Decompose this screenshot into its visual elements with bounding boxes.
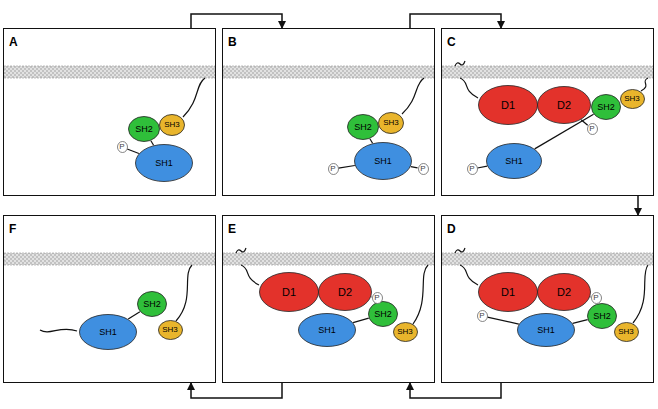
phospho-label: P xyxy=(420,165,425,173)
domain-label: D2 xyxy=(338,287,352,298)
phospho-label: P xyxy=(119,143,124,151)
domain-shape: D1 xyxy=(259,272,319,312)
phospho-label: P xyxy=(374,294,379,302)
domain-label: SH1 xyxy=(537,326,555,335)
phospho-circle: P xyxy=(591,292,602,304)
panel-letter: A xyxy=(9,36,18,48)
domain-shape: D1 xyxy=(478,85,538,125)
panel: B SH2 SH3SH1P P xyxy=(222,28,435,196)
phospho-label: P xyxy=(593,294,598,302)
panel: CD1D2SH2SH3SH1PP xyxy=(441,28,654,196)
panel-letter: D xyxy=(447,223,456,235)
domain-label: SH1 xyxy=(318,326,336,335)
panel-letter: B xyxy=(228,36,237,48)
domain-label: SH2 xyxy=(597,103,615,112)
phospho-circle: P xyxy=(372,292,383,304)
step-arrow xyxy=(410,383,501,398)
panel-letter: E xyxy=(228,223,236,235)
domain-shape: SH1 xyxy=(135,144,193,182)
domain-shape: SH2 xyxy=(128,116,160,142)
panel: F SH2SH3 SH1 xyxy=(3,215,216,383)
linker-chain xyxy=(411,167,418,168)
phospho-circle: P xyxy=(467,163,478,175)
domain-shape: SH1 xyxy=(298,313,356,347)
domain-label: SH3 xyxy=(162,326,178,334)
domain-label: D1 xyxy=(501,287,515,298)
domain-label: SH1 xyxy=(99,328,117,337)
domain-label: SH1 xyxy=(505,157,523,166)
domain-shape: D2 xyxy=(537,86,591,124)
linker-chain xyxy=(127,149,139,153)
linker-chain xyxy=(581,120,588,126)
domain-label: SH2 xyxy=(374,310,392,319)
domain-shape: SH3 xyxy=(158,320,183,340)
domain-shape: D2 xyxy=(318,273,372,311)
domain-label: D1 xyxy=(282,287,296,298)
linker-chain xyxy=(370,139,373,144)
domain-label: SH3 xyxy=(383,119,399,127)
domain-label: SH3 xyxy=(624,95,640,103)
linker-chain xyxy=(151,141,154,146)
linker-chain xyxy=(477,166,487,168)
protein-tail xyxy=(40,61,648,332)
domain-label: SH3 xyxy=(618,328,634,336)
linker-chain xyxy=(338,166,354,169)
domain-shape: SH2 xyxy=(587,303,617,329)
domain-shape: SH3 xyxy=(620,89,645,109)
panel-letter: F xyxy=(9,223,16,235)
domain-label: D2 xyxy=(557,287,571,298)
step-arrow xyxy=(191,14,282,28)
domain-label: SH2 xyxy=(143,300,161,309)
domain-shape: SH1 xyxy=(517,313,575,347)
domain-shape: SH3 xyxy=(159,114,185,136)
domain-shape: SH2 xyxy=(368,301,398,327)
linker-chain xyxy=(487,317,518,324)
phospho-circle: P xyxy=(418,163,429,175)
domain-shape: SH1 xyxy=(79,314,137,350)
step-arrow xyxy=(191,383,282,398)
phospho-circle: P xyxy=(117,141,128,153)
phospho-label: P xyxy=(469,165,474,173)
membrane xyxy=(4,66,653,265)
linker-chain xyxy=(353,318,369,322)
domain-label: SH2 xyxy=(593,312,611,321)
domain-label: SH1 xyxy=(155,159,173,168)
domain-shape: D1 xyxy=(478,272,538,312)
domain-label: SH2 xyxy=(354,123,372,132)
panel-letter: C xyxy=(447,36,456,48)
phospho-label: P xyxy=(479,312,484,320)
domain-label: SH2 xyxy=(135,125,153,134)
domain-label: D2 xyxy=(557,100,571,111)
domain-shape: SH3 xyxy=(393,322,418,342)
linker-chain xyxy=(573,320,588,324)
domain-label: D1 xyxy=(501,100,515,111)
domain-shape: SH1 xyxy=(486,143,542,179)
phospho-circle: P xyxy=(587,123,598,135)
phospho-circle: P xyxy=(328,163,339,175)
domain-shape: D2 xyxy=(537,273,591,311)
domain-shape: SH1 xyxy=(354,142,412,180)
step-arrow xyxy=(410,14,501,28)
domain-shape: SH2 xyxy=(591,94,621,120)
panel: E D1 D2SH2SH3 SH1 P xyxy=(222,215,435,383)
domain-label: SH1 xyxy=(374,157,392,166)
domain-shape: SH2 xyxy=(137,291,167,317)
panel: D D1 D2SH2SH3 SH1 P P xyxy=(441,215,654,383)
domain-label: SH3 xyxy=(397,328,413,336)
linker-chain xyxy=(128,312,140,319)
phospho-label: P xyxy=(589,125,594,133)
domain-shape: SH3 xyxy=(614,322,639,342)
domain-shape: SH2 xyxy=(347,114,379,140)
domain-shape: SH3 xyxy=(378,112,404,134)
step-arrow xyxy=(637,196,639,215)
panel: A SH2 SH3SH1 P xyxy=(3,28,216,196)
domain-label: SH3 xyxy=(164,121,180,129)
phospho-label: P xyxy=(330,165,335,173)
phospho-circle: P xyxy=(477,310,488,322)
